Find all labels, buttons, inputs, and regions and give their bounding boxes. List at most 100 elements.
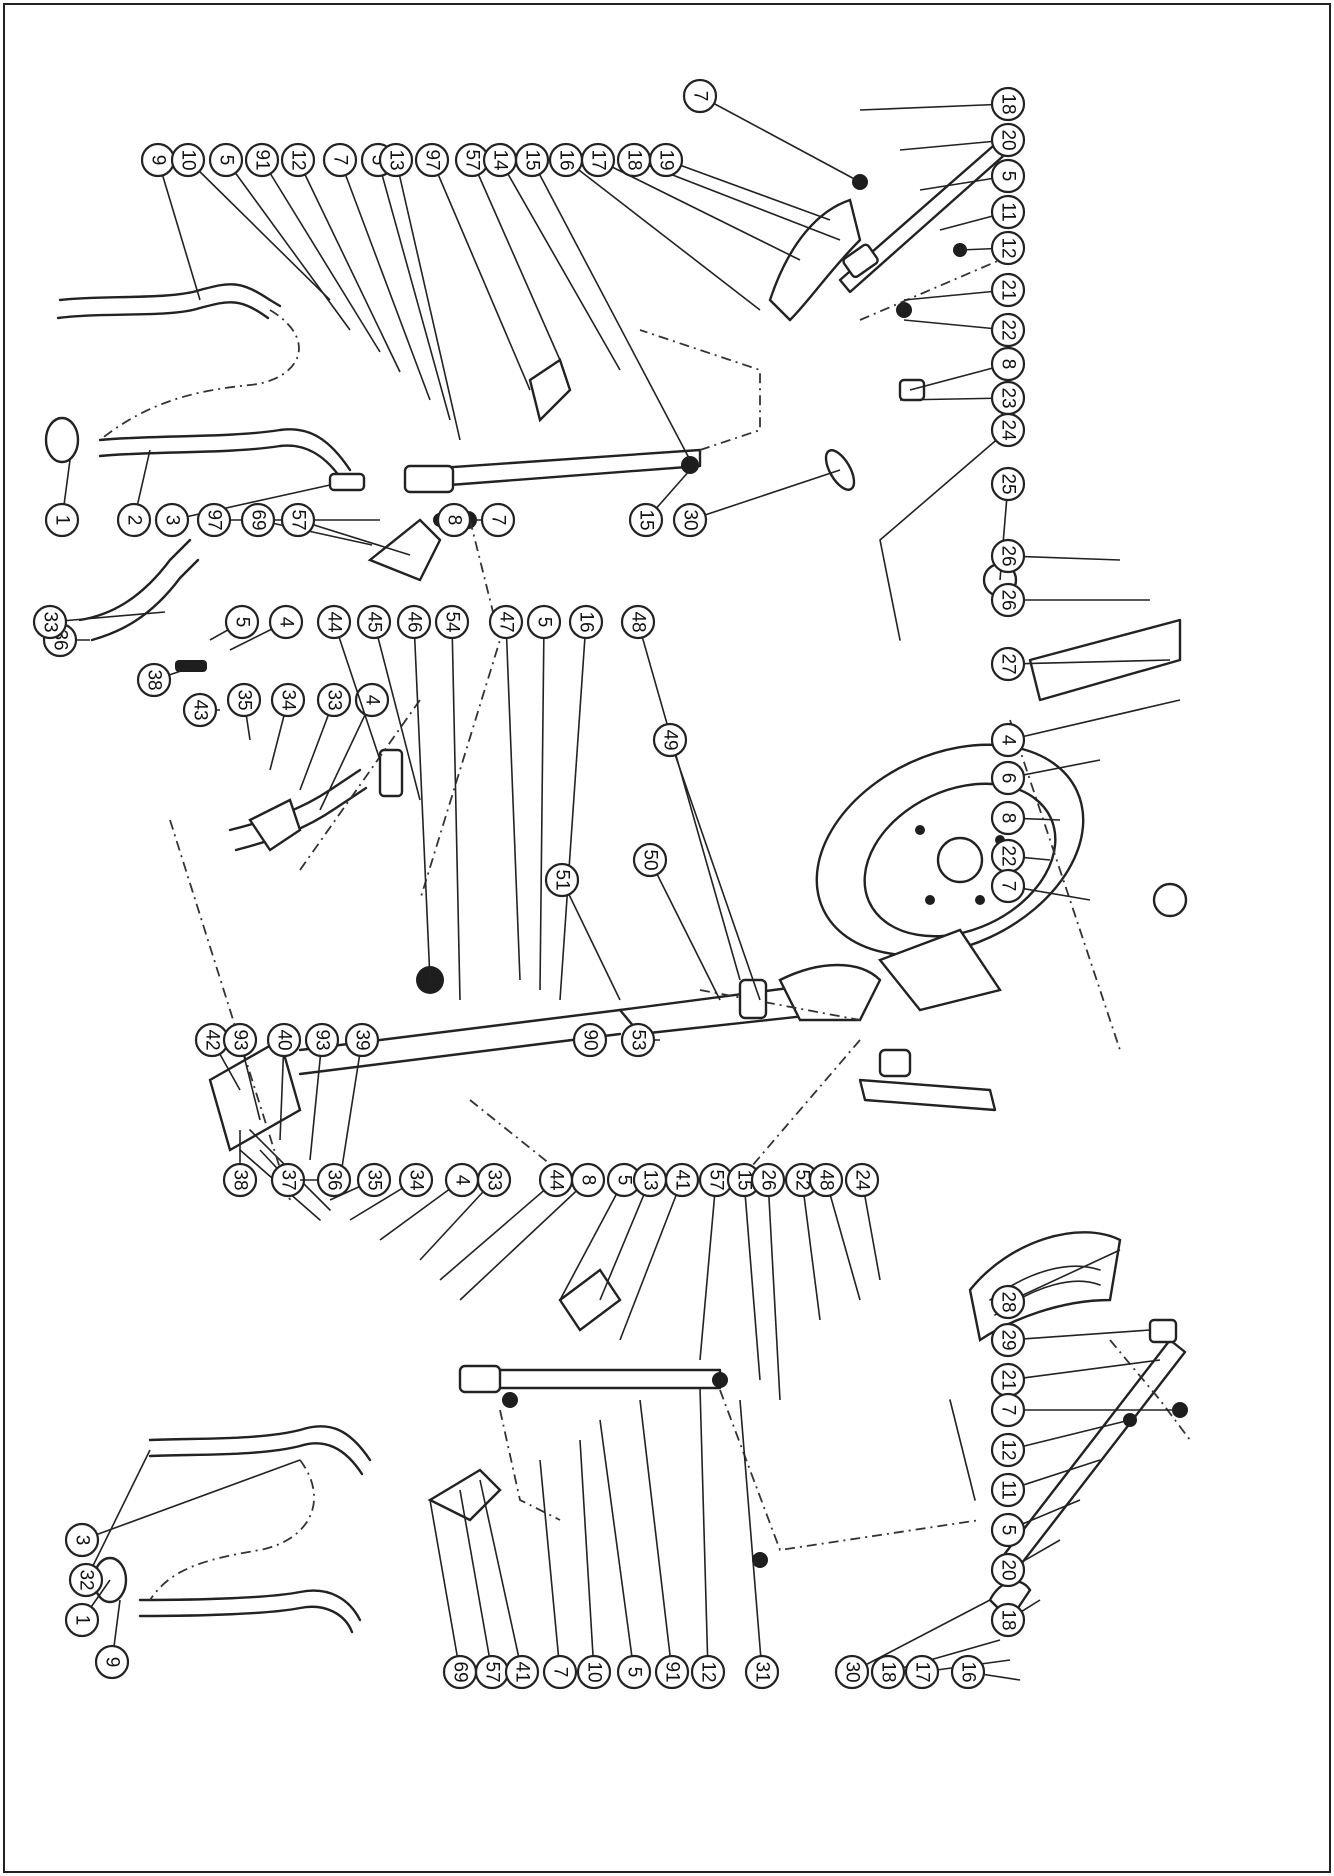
callout-leader-line xyxy=(1007,699,1181,741)
callout-number: 8 xyxy=(998,359,1019,370)
callout-number: 10 xyxy=(584,1661,605,1682)
left-handlebar-assembly xyxy=(44,283,761,901)
callout-number: 32 xyxy=(76,1569,97,1590)
callout-circle xyxy=(68,1562,104,1598)
callout-leader-line xyxy=(499,159,621,371)
callout-number: 22 xyxy=(998,845,1019,866)
callout-number: 42 xyxy=(202,1029,223,1050)
callout-circle xyxy=(616,1654,652,1690)
part-callout-16: 16 xyxy=(548,142,584,178)
callout-leader-line xyxy=(1007,555,1121,561)
part-callout-28: 28 xyxy=(990,1284,1026,1320)
callout-circle xyxy=(514,142,550,178)
callout-number: 8 xyxy=(444,515,465,526)
callout-circle xyxy=(222,1162,258,1198)
callout-circle xyxy=(628,502,664,538)
callout-leader-line xyxy=(419,1179,495,1261)
part-callout-57: 57 xyxy=(698,1162,734,1198)
callout-leader-line xyxy=(899,139,1009,151)
callout-circle xyxy=(196,502,232,538)
part-callout-17: 17 xyxy=(904,1654,940,1690)
callout-leader-line xyxy=(579,1439,595,1673)
part-callout-26: 26 xyxy=(990,582,1026,618)
part-callout-1: 1 xyxy=(44,502,80,538)
callout-circle xyxy=(950,1654,986,1690)
callout-leader-line xyxy=(157,159,201,301)
part-callout-5: 5 xyxy=(616,1654,652,1690)
callout-number: 26 xyxy=(758,1169,779,1190)
callout-number: 7 xyxy=(550,1667,571,1678)
callout-number: 93 xyxy=(312,1029,333,1050)
part-callout-40: 40 xyxy=(266,1022,302,1058)
callout-leader-line xyxy=(81,1459,301,1541)
callout-circle xyxy=(488,604,524,640)
callout-number: 45 xyxy=(364,611,385,632)
callout-circle xyxy=(834,1654,870,1690)
part-callout-50: 50 xyxy=(632,842,668,878)
callout-circle xyxy=(542,1654,578,1690)
callout-leader-line xyxy=(531,159,691,461)
callout-circle xyxy=(672,502,708,538)
part-callout-38: 38 xyxy=(136,662,172,698)
callout-number: 90 xyxy=(580,1029,601,1050)
callout-leader-line xyxy=(539,621,545,991)
callout-leader-line xyxy=(903,319,1009,331)
callout-leader-line xyxy=(637,621,741,981)
callout-leader-line xyxy=(559,1179,625,1301)
callout-circle xyxy=(64,1602,100,1638)
callout-number: 4 xyxy=(452,1175,473,1186)
callout-circle xyxy=(750,1162,786,1198)
callout-leader-line xyxy=(1007,1419,1131,1451)
callout-leader-line xyxy=(767,1179,781,1401)
part-callout-35: 35 xyxy=(226,682,262,718)
part-callout-15: 15 xyxy=(628,502,664,538)
callout-circle xyxy=(568,604,604,640)
callout-number: 16 xyxy=(958,1661,979,1682)
part-callout-4: 4 xyxy=(268,604,304,640)
callout-circle xyxy=(398,1162,434,1198)
callout-circle xyxy=(208,142,244,178)
callout-number: 43 xyxy=(190,699,211,720)
callout-number: 21 xyxy=(998,1369,1019,1390)
part-callout-15: 15 xyxy=(726,1162,762,1198)
callout-number: 8 xyxy=(578,1175,599,1186)
part-callout-11: 11 xyxy=(990,1472,1026,1508)
callout-number: 1 xyxy=(52,515,73,526)
callout-circle xyxy=(396,604,432,640)
callout-circle xyxy=(576,1654,612,1690)
callout-leader-line xyxy=(1007,1359,1161,1381)
bottom-handlebar-assembly xyxy=(92,1268,981,1634)
callout-leader-line xyxy=(699,1387,709,1673)
part-callout-48: 48 xyxy=(620,604,656,640)
callout-circle xyxy=(280,142,316,178)
callout-leader-line xyxy=(699,1179,717,1361)
part-callout-35: 35 xyxy=(356,1162,392,1198)
part-callout-3: 3 xyxy=(64,1522,100,1558)
callout-leader-line xyxy=(479,1479,523,1673)
callout-circle xyxy=(94,1644,130,1680)
part-callout-18: 18 xyxy=(616,142,652,178)
callout-leader-line xyxy=(739,1399,763,1673)
callout-circle xyxy=(476,1162,512,1198)
callout-leader-line xyxy=(261,159,381,353)
part-callout-97: 97 xyxy=(196,502,232,538)
part-callout-19: 19 xyxy=(648,142,684,178)
callout-circle xyxy=(990,760,1026,796)
part-callout-12: 12 xyxy=(280,142,316,178)
part-callout-20: 20 xyxy=(990,122,1026,158)
callout-circle xyxy=(620,1022,656,1058)
part-callout-21: 21 xyxy=(990,272,1026,308)
part-callout-12: 12 xyxy=(690,1654,726,1690)
callout-circle xyxy=(572,1022,608,1058)
callout-number: 34 xyxy=(278,689,299,711)
callout-number: 16 xyxy=(576,611,597,632)
callout-circle xyxy=(990,1552,1026,1588)
callout-circle xyxy=(664,1162,700,1198)
callout-number: 5 xyxy=(232,617,253,628)
part-callout-41: 41 xyxy=(504,1654,540,1690)
callout-circle xyxy=(356,1162,392,1198)
part-callout-57: 57 xyxy=(454,142,490,178)
part-callout-57: 57 xyxy=(280,502,316,538)
callout-leader-line xyxy=(1007,659,1171,665)
callout-number: 12 xyxy=(288,149,309,170)
